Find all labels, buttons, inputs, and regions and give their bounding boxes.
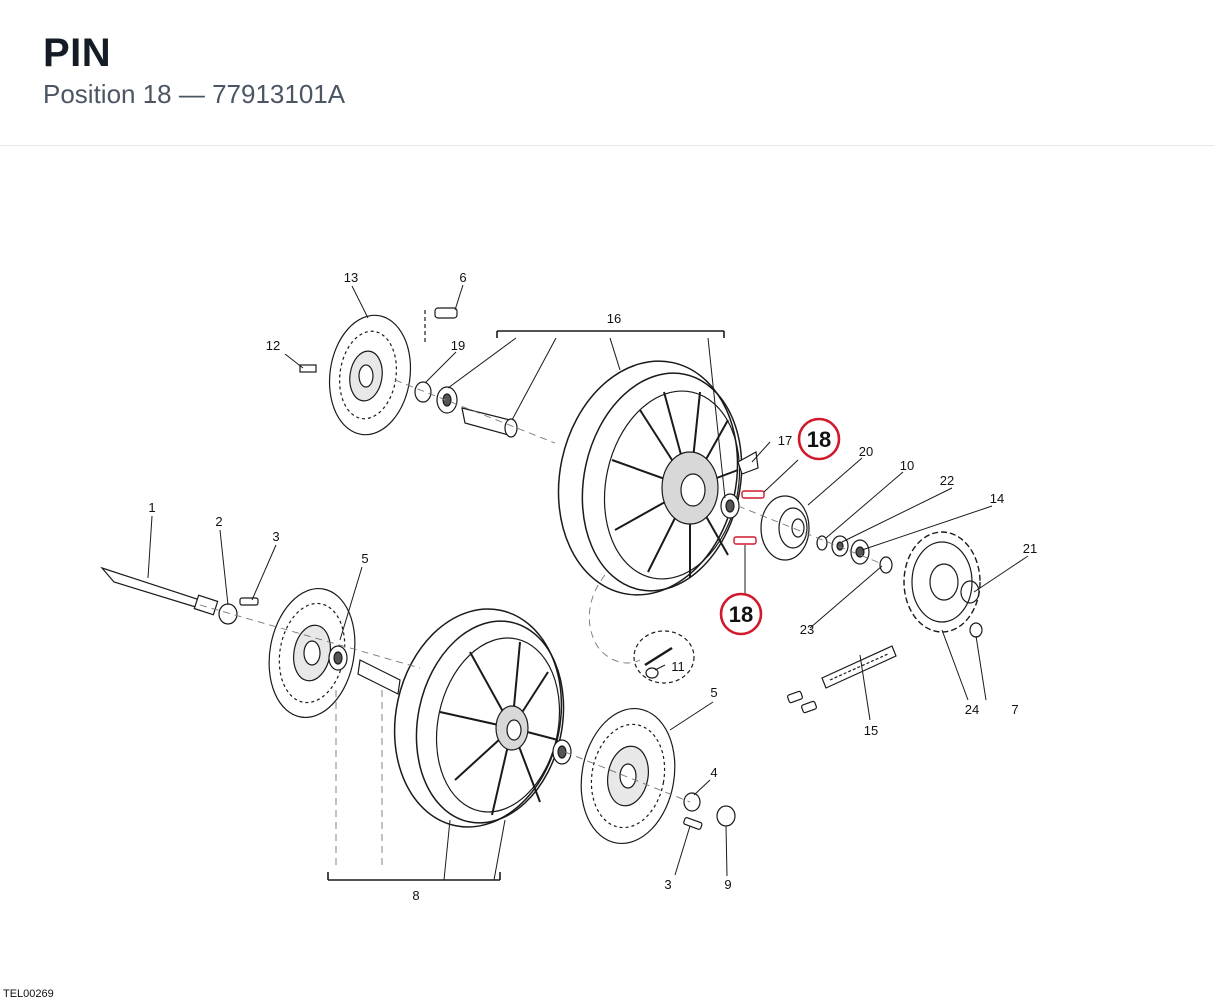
page-header: PIN Position 18 — 77913101A [0, 0, 1214, 146]
front-brake-disc-left[interactable] [259, 582, 364, 725]
callout-19[interactable]: 19 [451, 338, 465, 353]
callout-8[interactable]: 8 [412, 888, 419, 903]
tire-valve-detail[interactable] [633, 630, 695, 684]
callout-18-upper[interactable]: 18 [807, 427, 831, 452]
screw-3-right[interactable] [683, 817, 703, 830]
callout-11[interactable]: 11 [671, 659, 685, 674]
callout-4[interactable]: 4 [710, 765, 717, 780]
front-axle-1[interactable] [100, 566, 219, 616]
callout-10[interactable]: 10 [900, 458, 914, 473]
callout-23[interactable]: 23 [800, 622, 814, 637]
callout-7[interactable]: 7 [1011, 702, 1018, 717]
callout-18-lower[interactable]: 18 [729, 602, 753, 627]
screw-3-left[interactable] [239, 597, 259, 606]
callout-5-left[interactable]: 5 [361, 551, 368, 566]
spacer-14[interactable] [850, 539, 870, 565]
axle-nut-9[interactable] [716, 805, 736, 827]
callout-16[interactable]: 16 [607, 311, 621, 326]
callout-24[interactable]: 24 [965, 702, 979, 717]
callout-15[interactable]: 15 [864, 723, 878, 738]
disc-screw-12[interactable] [299, 364, 317, 373]
bearing-22[interactable] [831, 535, 849, 557]
circlip-21[interactable] [960, 580, 980, 604]
spacer-10[interactable] [816, 535, 828, 551]
bracket-group-16 [496, 330, 725, 338]
callout-6[interactable]: 6 [459, 270, 466, 285]
callout-3-upper[interactable]: 3 [272, 529, 279, 544]
spacer-19[interactable] [414, 381, 432, 403]
rear-bearing-right[interactable] [720, 493, 740, 519]
highlight-circle-18-lower [719, 592, 763, 636]
front-brake-disc-right[interactable] [571, 701, 685, 851]
callout-17[interactable]: 17 [778, 433, 792, 448]
part-name: PIN [43, 31, 112, 75]
pin-18-lower[interactable] [733, 536, 757, 545]
spacer-2[interactable] [218, 603, 238, 625]
front-bearing-left[interactable] [328, 645, 348, 671]
rear-wheel[interactable] [537, 344, 761, 611]
cush-drive-flange-20[interactable] [760, 495, 810, 561]
spacer-23[interactable] [879, 556, 893, 574]
nut-7[interactable] [969, 622, 983, 638]
callout-1[interactable]: 1 [148, 500, 155, 515]
drive-chain[interactable] [787, 645, 897, 714]
callout-13[interactable]: 13 [344, 270, 358, 285]
bracket-group-8 [327, 872, 501, 881]
callout-14[interactable]: 14 [990, 491, 1004, 506]
callout-5-right[interactable]: 5 [710, 685, 717, 700]
callout-9[interactable]: 9 [724, 877, 731, 892]
drawing-reference-code: TEL00269 [3, 988, 54, 1000]
assembly-axis-lines [199, 379, 881, 868]
pin-18-upper[interactable] [741, 490, 765, 499]
front-bearing-right[interactable] [552, 739, 572, 765]
callout-leader-lines [147, 284, 1029, 881]
spacer-tube-front[interactable] [357, 659, 401, 695]
callout-3-lower[interactable]: 3 [664, 877, 671, 892]
callout-22[interactable]: 22 [940, 473, 954, 488]
spacer-tube-rear[interactable] [461, 407, 518, 438]
callout-12[interactable]: 12 [266, 338, 280, 353]
rear-sprocket[interactable] [903, 531, 981, 633]
callout-2[interactable]: 2 [215, 514, 222, 529]
callout-21[interactable]: 21 [1023, 541, 1037, 556]
bolt-6[interactable] [424, 307, 458, 345]
exploded-wheel-diagram: 1 2 3 3 4 5 5 6 7 8 9 10 11 12 13 14 15 … [100, 270, 1037, 903]
part-position-number: Position 18 — 77913101A [43, 79, 346, 109]
front-wheel[interactable] [375, 593, 582, 842]
spacer-4[interactable] [683, 792, 701, 812]
highlight-circle-18-upper [797, 417, 841, 461]
callout-20[interactable]: 20 [859, 444, 873, 459]
bearing-rear-left[interactable] [436, 386, 458, 414]
rear-brake-disc[interactable] [322, 310, 418, 440]
lock-tab-17[interactable] [737, 451, 759, 475]
